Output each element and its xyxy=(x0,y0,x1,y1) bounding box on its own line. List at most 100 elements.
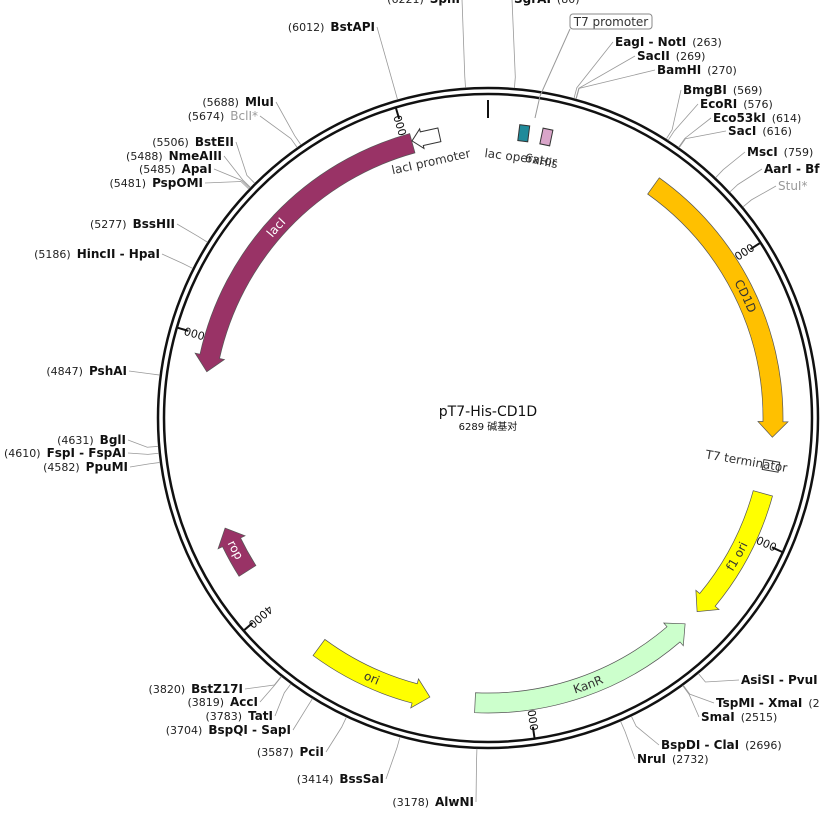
site-name: EcoRI xyxy=(700,97,737,111)
site-leader xyxy=(129,462,161,468)
site-leader xyxy=(475,748,478,803)
plasmid-name: pT7-His-CD1D xyxy=(439,404,537,420)
site-ppumi: PpuMI(4582) xyxy=(43,460,128,474)
site-position: (5481) xyxy=(109,177,146,190)
site-name: NruI xyxy=(637,752,666,766)
site-name: BamHI xyxy=(657,63,701,77)
feature-t7-terminator: T7 terminator xyxy=(704,447,789,475)
tick-label: 4000 xyxy=(246,603,276,631)
site-bsshii: BssHII(5277) xyxy=(90,217,175,231)
site-acci: AccI (3819) xyxy=(187,695,258,709)
site-pcii: PciI(3587) xyxy=(257,745,324,759)
site-pshai: PshAI(4847) xyxy=(46,364,127,378)
site-aari-bfuai: AarI - BfuAI xyxy=(764,162,820,176)
site-name: AccI xyxy=(230,695,258,709)
site-position: (5485) xyxy=(139,163,176,176)
site-position: (5688) xyxy=(202,96,239,109)
site-leader xyxy=(292,698,313,731)
site-leader xyxy=(204,181,250,190)
site-bsssai: BssSaI(3414) xyxy=(297,772,384,786)
site-leader xyxy=(698,673,740,683)
site-name: FspI - FspAI xyxy=(47,446,126,460)
site-sacii: SacII(269) xyxy=(637,49,705,63)
site-name: EagI - NotI xyxy=(615,35,686,49)
site-position: (3178) xyxy=(392,796,429,809)
site-name: Eco53kI xyxy=(713,111,766,125)
tick-mark xyxy=(395,108,401,120)
site-hincii-hpai: HincII - HpaI (5186) xyxy=(34,247,160,261)
site-name: AsiSI - PvuI xyxy=(741,673,818,687)
site-position: (3819) xyxy=(187,696,224,709)
site-leader xyxy=(715,151,746,178)
site-pspomi: PspOMI(5481) xyxy=(109,176,203,190)
site-tspmi-xmai: TspMI - XmaI(2513) xyxy=(716,696,820,710)
site-leader xyxy=(223,155,251,188)
site-name: BclI* xyxy=(230,109,258,123)
site-position: (6221) xyxy=(387,0,424,6)
site-position: (263) xyxy=(692,36,722,49)
site-nrui: NruI(2732) xyxy=(637,752,709,766)
site-tati: TatI(3783) xyxy=(205,709,273,723)
site-stui: StuI* xyxy=(778,179,807,193)
site-sphi: SphI (6221) xyxy=(387,0,460,6)
site-position: (3820) xyxy=(149,683,186,696)
site-bamhi: BamHI(270) xyxy=(657,63,737,77)
site-position: (614) xyxy=(772,112,802,125)
site-position: (2696) xyxy=(745,739,782,752)
site-leader xyxy=(729,168,763,193)
site-position: (4610) xyxy=(4,447,41,460)
site-name: BssHII xyxy=(133,217,175,231)
site-position: (3783) xyxy=(205,710,242,723)
site-name: MscI xyxy=(747,145,778,159)
site-leader xyxy=(682,685,715,704)
site-name: TspMI - XmaI xyxy=(716,696,802,710)
site-smai: SmaI(2515) xyxy=(701,710,777,724)
site-name: BstEII xyxy=(195,135,234,149)
site-bstz17i: BstZ17I (3820) xyxy=(149,682,243,696)
plasmid-size: 6289 碱基对 xyxy=(459,420,518,433)
site-name: AarI - BfuAI xyxy=(764,162,820,176)
site-position: (3414) xyxy=(297,773,334,786)
site-name: BglI xyxy=(100,433,126,447)
site-asisi-pvui: AsiSI - PvuI xyxy=(741,673,818,687)
site-position: (576) xyxy=(743,98,773,111)
site-name: NmeAIII xyxy=(169,149,222,163)
feature-ori xyxy=(312,638,431,709)
site-name: BspDI - ClaI xyxy=(661,738,739,752)
site-leader xyxy=(176,223,208,243)
site-leader xyxy=(575,69,656,100)
site-leader xyxy=(678,117,712,148)
feature-rop xyxy=(217,527,257,577)
feature-cd1d xyxy=(647,177,789,438)
site-leader xyxy=(128,370,160,376)
site-alwni: AlwNI(3178) xyxy=(392,795,474,809)
site-leader xyxy=(213,168,251,189)
site-leader xyxy=(511,0,516,89)
site-eco53ki: Eco53kI (614) xyxy=(713,111,801,125)
site-leader xyxy=(620,721,636,760)
site-leader xyxy=(274,683,292,717)
t7-promoter-label: T7 promoter xyxy=(573,15,649,29)
site-name: BstAPI xyxy=(330,20,375,34)
site-position: (5186) xyxy=(34,248,71,261)
site-leader xyxy=(325,717,347,753)
feature-6xhis: 6xHis xyxy=(524,127,559,171)
site-name: HincII - HpaI xyxy=(77,247,160,261)
site-position: (3704) xyxy=(166,724,203,737)
site-name: SacII xyxy=(637,49,670,63)
site-name: BstZ17I xyxy=(191,682,243,696)
site-name: StuI* xyxy=(778,179,807,193)
plasmid-backbone xyxy=(156,86,820,750)
site-name: SphI xyxy=(430,0,460,6)
site-position: (6012) xyxy=(288,21,325,34)
feature-label-ori: ori xyxy=(362,669,382,688)
tick-mark xyxy=(531,726,536,738)
restriction-sites: SphI(6221)SgrAI(80)EagI - NotI(263)SacII… xyxy=(4,0,820,809)
site-leader xyxy=(275,101,302,146)
site-apai: ApaI(5485) xyxy=(139,162,212,176)
site-position: (4847) xyxy=(46,365,83,378)
site-name: SmaI xyxy=(701,710,735,724)
site-bcli: BclI*(5674) xyxy=(188,109,258,123)
site-leader xyxy=(127,439,159,448)
